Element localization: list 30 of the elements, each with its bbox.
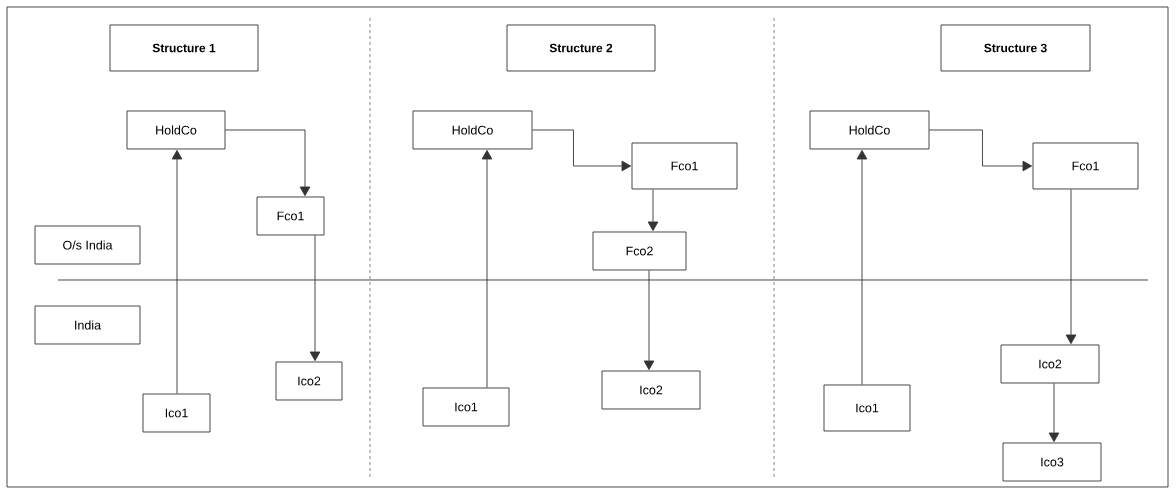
- arrow: [225, 129, 311, 197]
- entity-box: Ico1: [823, 384, 911, 432]
- arrow: [171, 149, 183, 394]
- arrow: [309, 235, 321, 362]
- entity-box: Ico1: [142, 393, 211, 433]
- entity-box: Fco1: [1032, 142, 1139, 190]
- arrow: [481, 149, 493, 388]
- arrow: [1065, 189, 1077, 345]
- entity-box: Fco1: [256, 196, 325, 236]
- entity-box: Ico1: [422, 387, 510, 427]
- arrow: [532, 129, 632, 172]
- entity-box: Ico2: [601, 370, 701, 410]
- entity-box: Fco2: [592, 231, 687, 271]
- entity-box: Ico2: [275, 361, 343, 401]
- entity-box: Fco1: [631, 142, 738, 190]
- heading-box: Structure 1: [109, 24, 259, 72]
- arrow: [929, 129, 1033, 172]
- region-box: India: [34, 305, 141, 345]
- entity-box: HoldCo: [126, 110, 226, 150]
- heading-box: Structure 2: [506, 24, 656, 72]
- arrow: [647, 189, 659, 232]
- region-box: O/s India: [34, 225, 141, 265]
- arrow: [1048, 383, 1060, 443]
- entity-box: Ico2: [1000, 344, 1100, 384]
- arrow: [856, 149, 868, 385]
- entity-box: HoldCo: [809, 110, 930, 150]
- heading-box: Structure 3: [940, 24, 1091, 72]
- arrow: [643, 270, 655, 371]
- entity-box: HoldCo: [412, 110, 533, 150]
- entity-box: Ico3: [1002, 442, 1102, 482]
